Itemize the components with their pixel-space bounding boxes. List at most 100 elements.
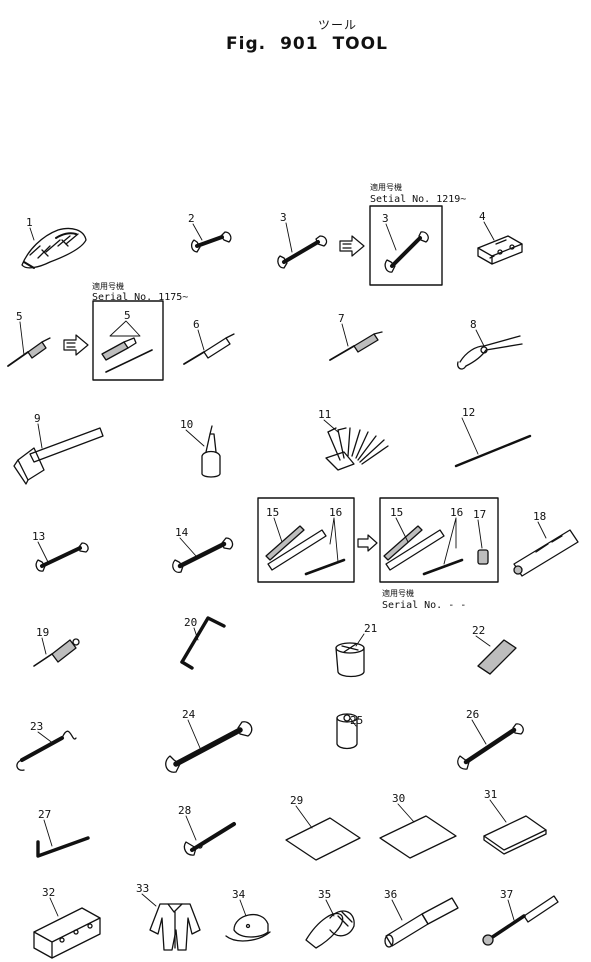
callout-number: 16: [329, 506, 342, 519]
socket-17: [477, 549, 489, 565]
open-wrench-14: [172, 537, 234, 573]
callout-number: 1: [26, 216, 33, 229]
hook-spanner-23: [16, 730, 77, 771]
callout-number: 16: [450, 506, 463, 519]
open-wrench-3: [277, 235, 328, 269]
cap-34: [225, 913, 271, 942]
callout-number: 18: [533, 510, 546, 523]
callout-number: 30: [392, 792, 405, 805]
screwdriver-5: [7, 337, 51, 367]
callout-number: 15: [390, 506, 403, 519]
hex-key-20: [180, 616, 226, 670]
socket-handle-15-new: [383, 525, 445, 571]
callout-number: 15: [266, 506, 279, 519]
callout-number: 5: [16, 310, 23, 323]
screwdriver-19: [33, 638, 80, 667]
grip-22: [477, 639, 517, 675]
callout-number: 35: [318, 888, 331, 901]
callout-number: 28: [178, 804, 191, 817]
oil-can-10: [201, 425, 221, 478]
serial-note-1175: Serial No. 1175~: [92, 292, 188, 303]
callout-number: 20: [184, 616, 197, 629]
callout-number: 4: [479, 210, 486, 223]
hex-key-27: [36, 836, 90, 858]
callout-number: 8: [470, 318, 477, 331]
tool-bag-1: [21, 227, 87, 269]
callout-number: 37: [500, 888, 513, 901]
fig-number: 901: [280, 34, 319, 54]
arrow-icon: [339, 235, 365, 257]
socket-21: [335, 642, 365, 678]
callout-number: 3: [280, 211, 287, 224]
arrow-icon: [357, 534, 378, 552]
callout-number: 17: [473, 508, 486, 521]
callout-number: 36: [384, 888, 397, 901]
callout-number: 34: [232, 888, 246, 901]
callout-number: 7: [338, 312, 345, 325]
screwdriver-set-5-new: [101, 337, 153, 373]
screwdriver-6: [183, 333, 235, 365]
sheet-29: [285, 817, 361, 861]
callout-number: 9: [34, 412, 41, 425]
impact-driver-18: [513, 529, 579, 577]
callout-number: 23: [30, 720, 43, 733]
callout-number: 25: [350, 714, 363, 727]
group-box-15-16-old: [257, 497, 355, 583]
open-wrench-3-new: [384, 231, 429, 273]
sheet-30: [379, 815, 457, 859]
callout-number: 33: [136, 882, 149, 895]
pliers-8: [456, 335, 523, 370]
serial-note-jp-3: 適用号機: [382, 588, 414, 598]
adjustable-wrench-28: [183, 822, 236, 856]
callout-number: 6: [193, 318, 200, 331]
serial-box-1219: 適用号機 Setial No. 1219~: [369, 182, 466, 286]
tool-box-32: [33, 907, 101, 959]
callout-number: 29: [290, 794, 303, 807]
screwdriver-7: [329, 331, 383, 361]
tool-case-4: [477, 235, 523, 265]
fig-label: Fig.: [226, 34, 267, 54]
extension-16-old: [304, 558, 346, 576]
arrow-icon: [63, 334, 89, 356]
callout-number: 22: [472, 624, 485, 637]
open-wrench-24: [165, 721, 253, 773]
socket-handle-15-old: [265, 525, 327, 571]
open-wrench-2: [190, 231, 232, 253]
callout-number: 5: [124, 309, 131, 322]
figure-title: Fig. 901 TOOL: [226, 34, 402, 54]
callout-number: 10: [180, 418, 193, 431]
callout-number: 3: [382, 212, 389, 225]
serial-box-new: 適用号機 Serial No. - -: [379, 497, 499, 611]
callout-number: 32: [42, 886, 55, 899]
callout-number: 14: [175, 526, 189, 539]
callout-number: 19: [36, 626, 49, 639]
serial-note-new: Serial No. - -: [382, 600, 466, 611]
socket-extension-36: [384, 897, 459, 948]
serial-note-jp-1: 適用号機: [370, 182, 402, 192]
open-wrench-13: [35, 542, 89, 572]
callout-number: 11: [318, 408, 331, 421]
callout-number: 26: [466, 708, 479, 721]
feeler-gauge-11: [325, 427, 389, 471]
serial-note-1219: Setial No. 1219~: [370, 194, 466, 205]
serial-note-jp-2: 適用号機: [92, 281, 124, 291]
leader-lines: [19, 221, 547, 921]
callout-number: 24: [182, 708, 196, 721]
extension-16-new: [422, 558, 464, 576]
manual-31: [483, 815, 547, 855]
callout-number: 2: [188, 212, 195, 225]
fig-title: TOOL: [332, 34, 388, 54]
gloves-35: [305, 910, 355, 949]
coverall-33: [149, 903, 201, 951]
callout-number: 12: [462, 406, 475, 419]
bar-12: [454, 434, 532, 468]
open-wrench-26: [457, 723, 524, 770]
callout-number: 27: [38, 808, 51, 821]
hammer-9: [13, 427, 104, 485]
serial-box-1175: 適用号機 Serial No. 1175~: [92, 281, 188, 381]
figure-title-japanese: ツール: [318, 18, 358, 32]
ratchet-37: [482, 895, 559, 946]
callout-number: 13: [32, 530, 45, 543]
